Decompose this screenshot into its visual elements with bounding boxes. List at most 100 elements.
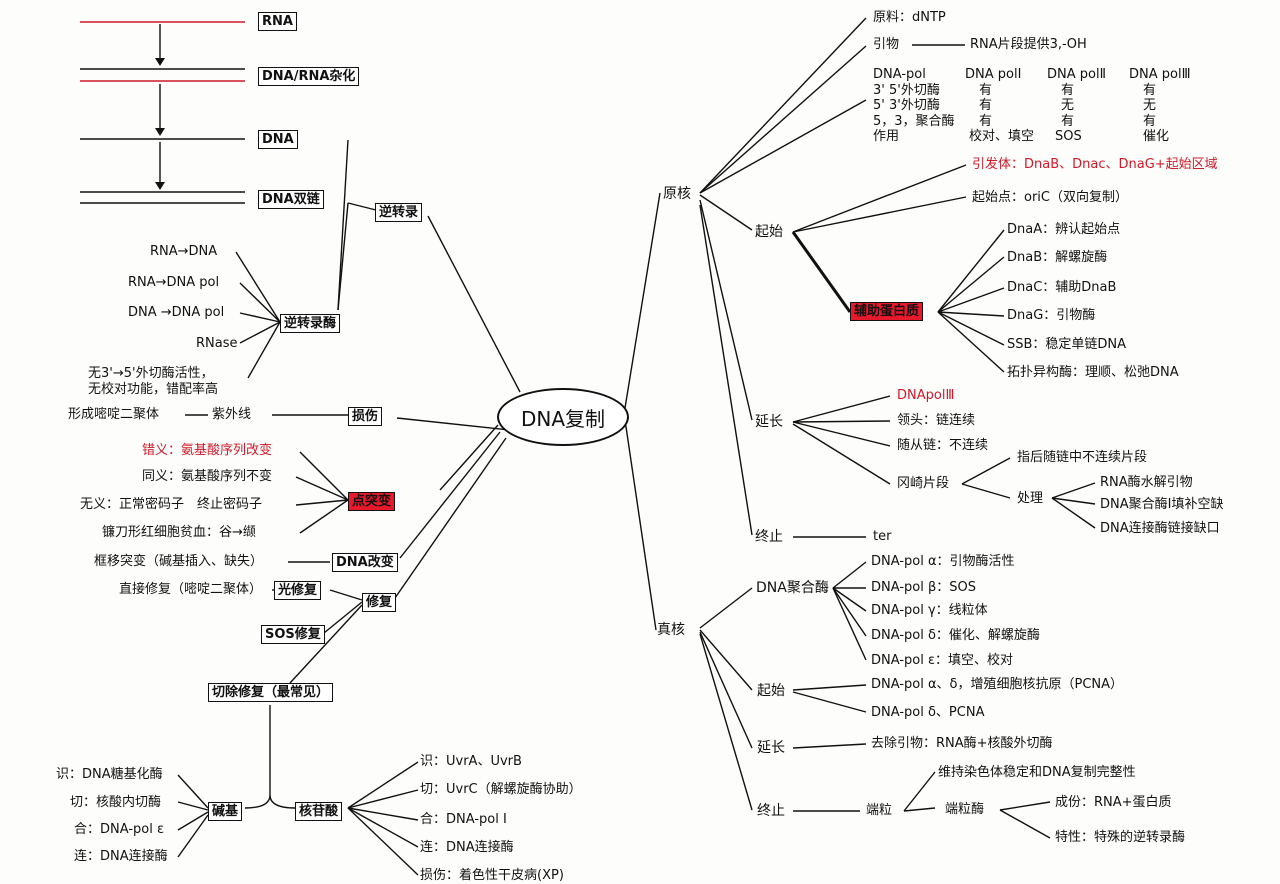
pol-cell: 无	[1143, 98, 1157, 113]
retro-item: RNA→DNA pol	[128, 275, 220, 290]
euk-pol-title: DNA聚合酶	[756, 580, 829, 596]
point-item-missense: 错义：氨基酸序列改变	[142, 443, 273, 458]
point-item: 无义：正常密码子 终止密码子	[80, 497, 263, 512]
repair-title: 修复	[362, 593, 397, 612]
prok-term-item: ter	[873, 529, 892, 544]
pol-cell: DNA-pol	[873, 67, 926, 82]
damage-title: 损伤	[348, 407, 383, 426]
elong-item: DNApolⅢ	[897, 388, 955, 403]
pol-cell: DNA polⅡ	[1047, 67, 1106, 82]
pol-cell: DNA polⅠ	[965, 67, 1022, 82]
pol-cell: 有	[1143, 113, 1157, 129]
damage-uv-result: 形成嘧啶二聚体	[68, 407, 160, 422]
pol-cell: 有	[979, 82, 993, 98]
pol-cell: 3' 5'外切酶	[873, 82, 940, 98]
prokaryote-title: 原核	[663, 186, 691, 202]
elong-item: 领头：链连续	[897, 413, 976, 428]
prok-term-title: 终止	[755, 529, 783, 545]
sos-repair: SOS修复	[261, 625, 325, 644]
prok-elong-title: 延长	[755, 414, 783, 430]
base-item: 识：DNA糖基化酶	[56, 767, 163, 782]
aux-item: DnaB：解螺旋酶	[1007, 250, 1108, 265]
pol-cell: 有	[1143, 82, 1157, 98]
point-item: 镰刀形红细胞贫血：谷→缬	[102, 525, 256, 540]
pol-cell: 校对、填空	[969, 129, 1035, 144]
aux-item: DnaA：辨认起始点	[1007, 222, 1121, 237]
retro-item: RNase	[196, 336, 238, 351]
eukaryote-title: 真核	[657, 622, 685, 638]
pol-cell: DNA polⅢ	[1129, 67, 1191, 82]
aux-item: DnaG：引物酶	[1007, 308, 1096, 323]
telomere-desc: 维持染色体稳定和DNA复制完整性	[938, 765, 1136, 780]
pol-table-row: 5' 3'外切酶 有 无 无	[873, 98, 1209, 114]
nucleotide-item: 损伤：着色性干皮病(XP)	[420, 868, 564, 883]
euk-pol-item: DNA-pol ε：填空、校对	[871, 653, 1014, 668]
elong-item: 随从链：不连续	[897, 438, 989, 453]
pol-cell: 作用	[873, 129, 900, 144]
photo-repair-desc: 直接修复（嘧啶二聚体）	[119, 582, 263, 597]
base-item: 切：核酸内切酶	[70, 795, 162, 810]
telomerase-item: 成份：RNA+蛋白质	[1055, 795, 1172, 810]
nucleotide-excision: 核苷酸	[295, 802, 343, 821]
pol-cell: 无	[1061, 98, 1075, 113]
euk-pol-item: DNA-pol δ：催化、解螺旋酶	[871, 628, 1040, 643]
pol-table-row: 5，3，聚合酶 有 有 有	[873, 114, 1209, 130]
process-item: DNA聚合酶Ⅰ填补空缺	[1100, 497, 1224, 512]
retro-label-rna: RNA	[258, 12, 297, 31]
process-item: RNA酶水解引物	[1100, 475, 1193, 490]
retro-item: 无校对功能，错配率高	[88, 382, 219, 397]
euk-init-item: DNA-pol δ、PCNA	[871, 705, 985, 720]
retro-label-hybrid: DNA/RNA杂化	[258, 67, 360, 86]
pol-cell: 有	[1061, 82, 1075, 98]
telomere: 端粒	[866, 803, 893, 818]
pol-table-row: 作用 校对、填空 SOS 催化	[873, 129, 1209, 145]
nucleotide-item: 合：DNA-pol Ⅰ	[420, 812, 507, 827]
okazaki-desc: 指后随链中不连续片段	[1017, 450, 1148, 465]
frameshift: 框移突变（碱基插入、缺失）	[94, 554, 264, 569]
base-item: 合：DNA-pol ε	[74, 822, 165, 837]
euk-init-title: 起始	[757, 683, 785, 699]
telomerase-item: 特性：特殊的逆转录酶	[1055, 830, 1186, 845]
pol-table-row: DNA-pol DNA polⅠ DNA polⅡ DNA polⅢ	[873, 67, 1209, 83]
center-node: DNA复制	[497, 388, 629, 446]
pol-cell: 5，3，聚合酶	[873, 113, 955, 129]
excision-repair: 切除修复（最常见）	[208, 683, 334, 702]
euk-elong-title: 延长	[757, 740, 785, 756]
nucleotide-item: 识：UvrA、UvrB	[420, 754, 522, 769]
nucleotide-item: 连：DNA连接酶	[420, 840, 514, 855]
prok-material: 原料：dNTP	[873, 10, 946, 25]
point-mutation: 点突变	[348, 492, 396, 511]
process-item: DNA连接酶链接缺口	[1100, 521, 1220, 536]
pol-table: DNA-pol DNA polⅠ DNA polⅡ DNA polⅢ 3' 5'…	[873, 67, 1209, 145]
okazaki-process: 处理	[1017, 491, 1044, 506]
retro-label-dsdna: DNA双链	[258, 190, 324, 209]
euk-init-item: DNA-pol α、δ，增殖细胞核抗原（PCNA）	[871, 677, 1124, 692]
euk-elong-item: 去除引物：RNA酶+核酸外切酶	[871, 736, 1053, 751]
nucleotide-item: 切：UvrC（解螺旋酶协助）	[420, 782, 582, 797]
pol-cell: 有	[1061, 113, 1075, 129]
euk-pol-item: DNA-pol α：引物酶活性	[871, 554, 1015, 569]
pol-table-row: 3' 5'外切酶 有 有 有	[873, 83, 1209, 99]
retro-title: 逆转录	[375, 203, 423, 222]
euk-pol-item: DNA-pol γ：线粒体	[871, 603, 988, 618]
point-item: 同义：氨基酸序列不变	[142, 469, 273, 484]
prok-init-title: 起始	[755, 224, 783, 240]
photo-repair: 光修复	[274, 581, 322, 600]
retro-label-dna: DNA	[258, 130, 298, 149]
pol-cell: 5' 3'外切酶	[873, 98, 940, 113]
pol-cell: SOS	[1055, 129, 1082, 144]
retro-item: 无3'→5'外切酶活性，	[88, 366, 214, 381]
prok-primer: 引物	[873, 37, 900, 52]
pol-cell: 有	[979, 113, 993, 129]
euk-term-title: 终止	[757, 803, 785, 819]
telomerase: 端粒酶	[945, 802, 985, 817]
retro-enzyme: 逆转录酶	[280, 314, 341, 333]
euk-pol-item: DNA-pol β：SOS	[871, 580, 977, 595]
origin: 起始点：oriC（双向复制）	[972, 190, 1128, 205]
aux-item: SSB：稳定单链DNA	[1007, 337, 1127, 352]
aux-protein: 辅助蛋白质	[850, 302, 924, 321]
base-item: 连：DNA连接酶	[74, 849, 168, 864]
retro-item: DNA →DNA pol	[128, 305, 225, 320]
aux-item: 拓扑异构酶：理顺、松弛DNA	[1007, 365, 1179, 380]
